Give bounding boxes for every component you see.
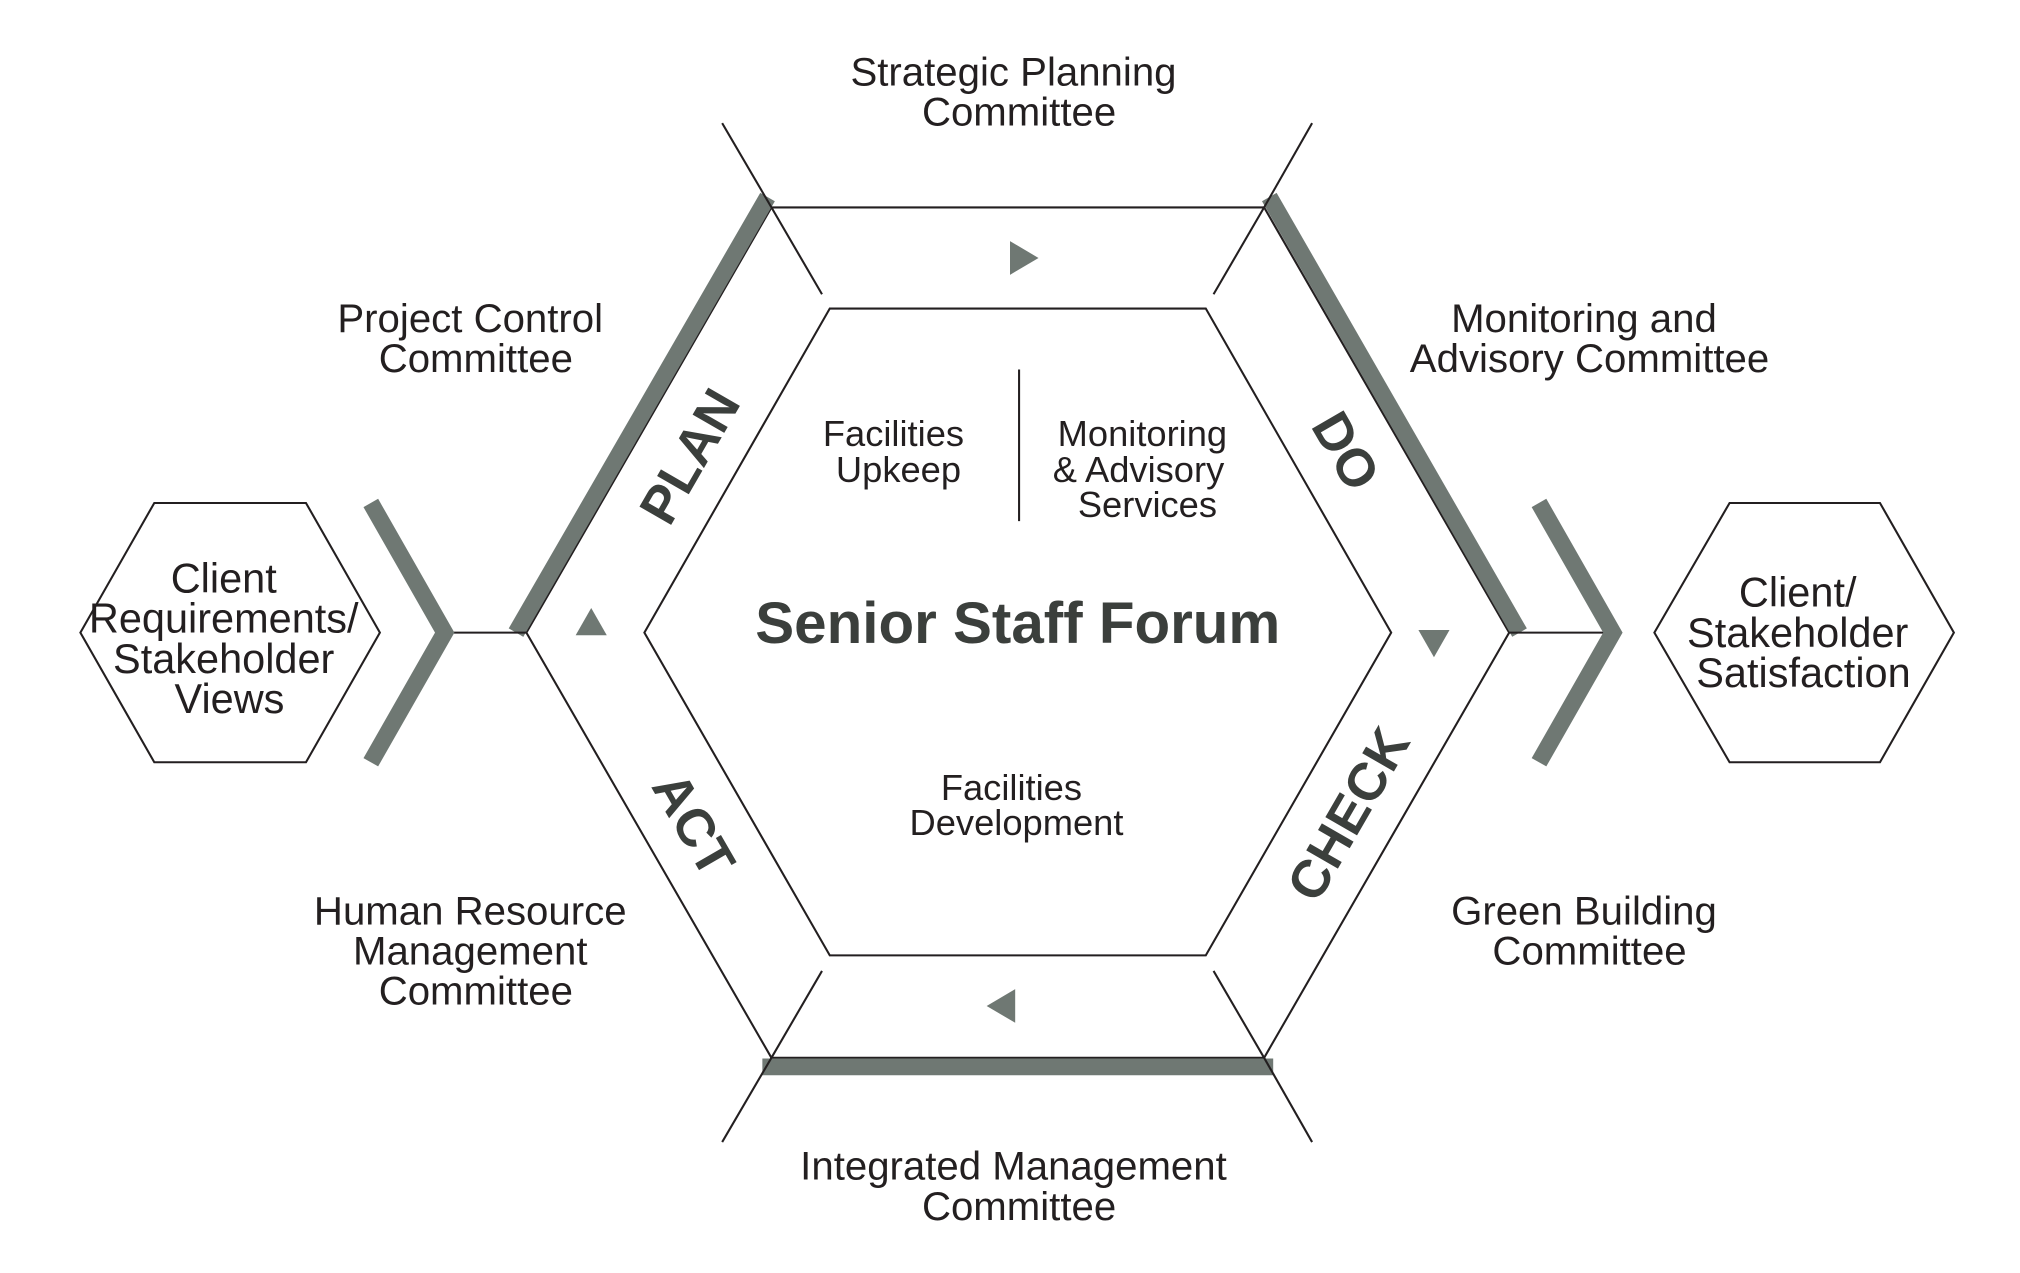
client-requirements-label: Client Requirements/ Stakeholder Views [89,554,370,722]
client-satisfaction-label: Client/ Stakeholder Satisfaction [1687,569,1920,696]
senior-staff-forum-title: Senior Staff Forum [755,591,1280,656]
phase-check-label: CHECK [1276,718,1422,911]
integrated-management-committee-label: Integrated Management Committee [800,1144,1238,1229]
hr-management-committee-label: Human Resource Management Committee [314,888,638,1013]
facilities-development-label: Facilities Development [910,767,1124,843]
input-hexagon [79,501,382,764]
tick-top-right-outer [1263,122,1313,208]
tick-top-left-inner [770,206,823,295]
arrow-down-icon [1418,630,1450,658]
plan-accent-edge [508,192,775,637]
strategic-planning-committee-label: Strategic Planning Committee [850,50,1187,135]
tick-top-left-outer [721,122,773,208]
tick-bottom-right-outer [1263,1057,1313,1143]
facilities-upkeep-label: Facilities Upkeep [823,413,974,490]
project-control-committee-label: Project Control Committee [337,296,614,381]
input-chevron-icon [363,498,455,767]
arrow-right-icon [1010,241,1039,275]
monitoring-advisory-committee-label: Monitoring and Advisory Committee [1410,296,1769,381]
green-building-committee-label: Green Building Committee [1451,888,1728,973]
tick-bottom-left-outer [721,1057,773,1143]
do-accent-edge [1261,192,1527,637]
phase-do-label: DO [1300,402,1391,501]
tick-top-right-inner [1212,206,1266,295]
output-hexagon [1653,501,1956,764]
monitoring-services-label: Monitoring & Advisory Services [1053,413,1237,525]
output-chevron-icon [1531,498,1623,767]
arrow-left-icon [986,989,1016,1023]
tick-bottom-right-inner [1212,970,1266,1059]
inner-hexagon [643,307,1393,957]
tick-bottom-left-inner [770,970,823,1059]
arrow-up-icon [575,607,607,636]
